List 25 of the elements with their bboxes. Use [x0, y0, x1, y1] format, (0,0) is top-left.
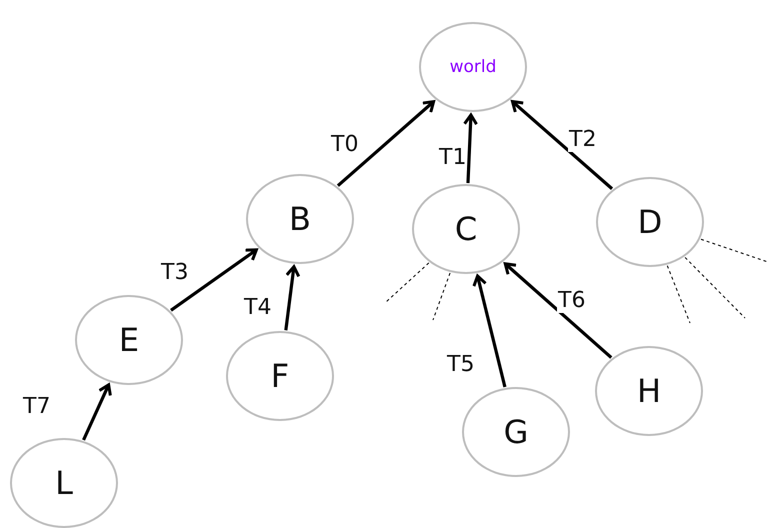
- edge-label: T2: [568, 128, 598, 152]
- node-label: L: [55, 464, 73, 502]
- node-label: C: [454, 210, 478, 248]
- dashed-line: [700, 238, 768, 262]
- node-label: G: [504, 413, 528, 451]
- edge-label: T6: [557, 289, 586, 314]
- arrow: [284, 265, 300, 330]
- node-label: B: [289, 200, 311, 238]
- dashed-line: [432, 272, 451, 320]
- node-label: E: [118, 321, 140, 359]
- arrow: [170, 248, 258, 312]
- arrow: [510, 100, 614, 190]
- arrow: [336, 100, 436, 187]
- node-label: world: [450, 57, 496, 77]
- dashed-line: [386, 262, 430, 302]
- arrow: [82, 383, 112, 441]
- dashed-line: [666, 265, 690, 324]
- node-label: H: [636, 372, 662, 410]
- edge-label: T1: [438, 146, 468, 170]
- dashed-line: [684, 256, 746, 318]
- node-label: F: [270, 357, 290, 395]
- arrow: [472, 274, 506, 388]
- arrow: [463, 113, 478, 184]
- arrow: [504, 262, 612, 359]
- node-label: D: [638, 203, 662, 241]
